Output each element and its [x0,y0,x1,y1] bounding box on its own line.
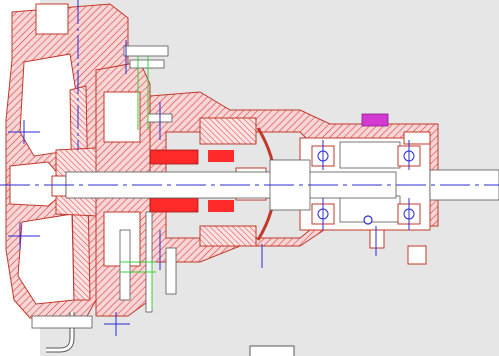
title-block-fragment [249,345,295,356]
drain-pipe [31,312,93,353]
centerlines [0,0,499,336]
auxiliary-lines [120,56,156,310]
oil-plug-icon [361,113,431,265]
impeller-nut-icon [51,175,67,197]
